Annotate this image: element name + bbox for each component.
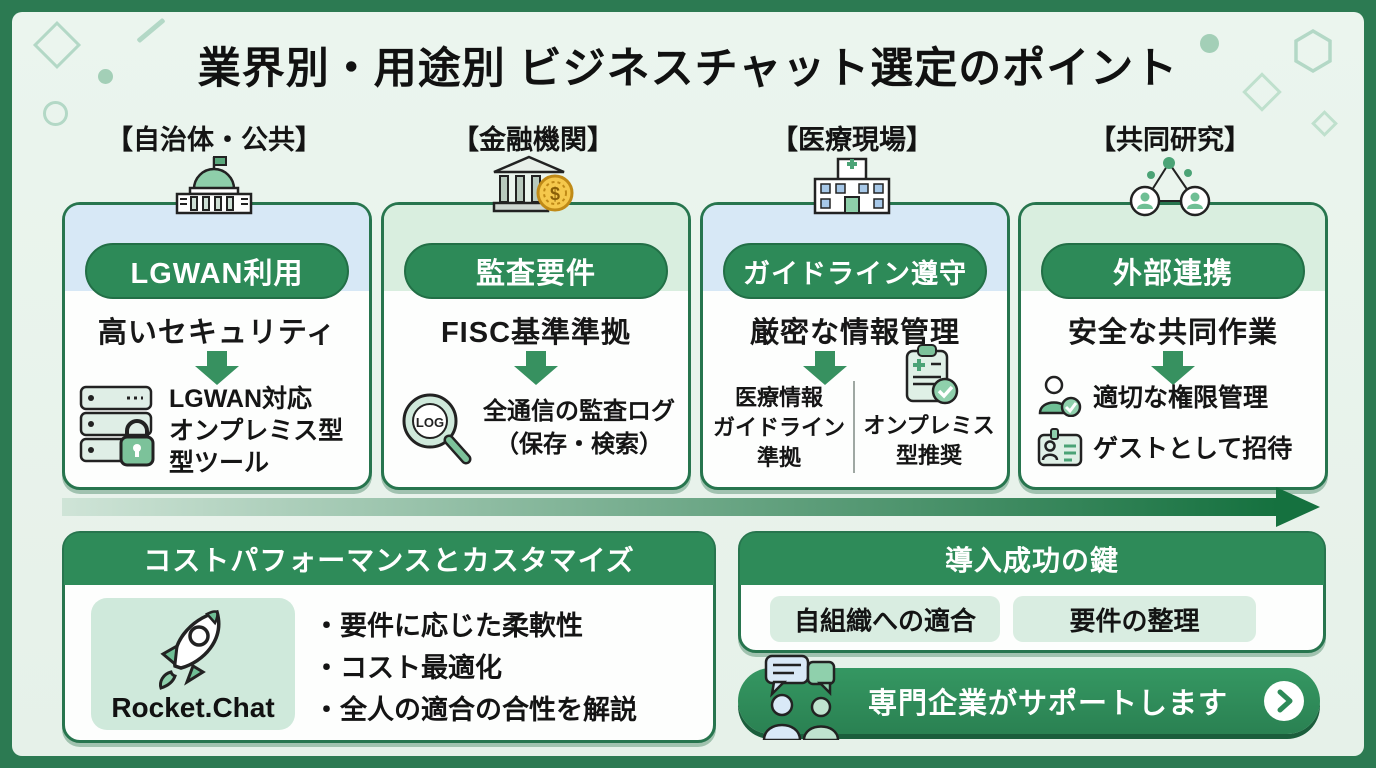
support-banner-button[interactable]: 専門企業がサポートします bbox=[738, 654, 1320, 740]
need-text: 高いセキュリティ bbox=[97, 317, 337, 349]
success-pill-requirements: 要件の整理 bbox=[1013, 596, 1256, 642]
chevron-right-icon[interactable] bbox=[1264, 681, 1304, 721]
pill-lgwan: LGWAN利用 bbox=[85, 243, 349, 299]
server-lock-icon bbox=[79, 385, 155, 467]
detail-text: オンプレミス 型推奨 bbox=[863, 413, 995, 468]
need-text: 安全な共同作業 bbox=[1067, 317, 1278, 349]
infographic-canvas: 業界別・用途別 ビジネスチャット選定のポイント 【自治体・公共】 【金融機関】 … bbox=[12, 12, 1364, 756]
support-banner-label: 専門企業がサポートします bbox=[867, 688, 1228, 720]
need-text: FISC基準準拠 bbox=[440, 317, 632, 349]
cost-bullet: ・コスト最適化 bbox=[313, 653, 502, 683]
svg-text:LOG: LOG bbox=[416, 415, 444, 430]
id-card-icon bbox=[1037, 428, 1083, 467]
detail-text: ゲストとして招待 bbox=[1093, 435, 1293, 463]
card-medical: ガイドライン遵守 厳密な情報管理 医療情報 ガイドライン 準拠 オンプレミス 型… bbox=[700, 202, 1010, 490]
down-arrow-icon bbox=[514, 351, 558, 385]
hospital-icon bbox=[813, 157, 891, 215]
cost-bullet: ・要件に応じた柔軟性 bbox=[313, 611, 583, 641]
pill-external: 外部連携 bbox=[1041, 243, 1305, 299]
success-section-header: 導入成功の鍵 bbox=[740, 533, 1324, 585]
flow-arrow-icon bbox=[62, 487, 1320, 527]
deco-dot-icon bbox=[1200, 34, 1219, 53]
detail-text: 全通信の監査ログ （保存・検索） bbox=[483, 398, 675, 458]
rocketchat-tile: Rocket.Chat bbox=[91, 598, 295, 730]
cost-section: コストパフォーマンスとカスタマイズ Rocket.Chat ・要件に応じた柔軟性… bbox=[62, 531, 716, 743]
pill-audit: 監査要件 bbox=[404, 243, 668, 299]
deco-dot-icon bbox=[98, 69, 113, 84]
success-section: 導入成功の鍵 自組織への適合 要件の整理 bbox=[738, 531, 1326, 653]
deco-hexagon-icon bbox=[1294, 28, 1332, 74]
people-chat-icon bbox=[762, 654, 840, 740]
svg-text:$: $ bbox=[550, 184, 560, 204]
detail-text: LGWAN対応 オンプレミス型 型ツール bbox=[169, 385, 344, 477]
log-magnifier-icon: LOG bbox=[402, 393, 472, 465]
detail-text: 医療情報 ガイドライン 準拠 bbox=[712, 385, 845, 470]
card-research: 外部連携 安全な共同作業 適切な権限管理 ゲストと bbox=[1018, 202, 1328, 490]
cost-section-header: コストパフォーマンスとカスタマイズ bbox=[64, 533, 714, 585]
card-finance: 監査要件 FISC基準準拠 LOG 全通信の監査ログ （保存・検索） bbox=[381, 202, 691, 490]
divider bbox=[853, 381, 855, 473]
down-arrow-icon bbox=[802, 351, 847, 385]
user-check-icon bbox=[1038, 375, 1082, 417]
government-building-icon bbox=[175, 156, 253, 215]
deco-circle-icon bbox=[43, 101, 68, 126]
rocketchat-brand: Rocket.Chat bbox=[111, 692, 275, 723]
category-label-finance: 【金融機関】 bbox=[452, 125, 614, 155]
detail-text: 適切な権限管理 bbox=[1093, 384, 1269, 412]
category-label-medical: 【医療現場】 bbox=[771, 125, 933, 155]
bank-coin-icon: $ bbox=[492, 155, 574, 213]
down-arrow-icon bbox=[1151, 351, 1195, 385]
page-title: 業界別・用途別 ビジネスチャット選定のポイント bbox=[197, 45, 1179, 93]
cost-bullet: ・全人の適合の合性を解説 bbox=[313, 695, 637, 725]
clipboard-check-icon bbox=[905, 344, 959, 405]
card-government: LGWAN利用 高いセキュリティ LGWAN対応 オンプレミス型 型ツール bbox=[62, 202, 372, 490]
success-pill-fit: 自組織への適合 bbox=[770, 596, 1000, 642]
pill-guideline: ガイドライン遵守 bbox=[723, 243, 987, 299]
down-arrow-icon bbox=[195, 351, 239, 385]
detail-row: ゲストとして招待 bbox=[1037, 427, 1292, 467]
people-network-icon bbox=[1129, 157, 1211, 217]
rocket-icon bbox=[159, 609, 221, 690]
category-label-research: 【共同研究】 bbox=[1089, 125, 1251, 155]
need-text: 厳密な情報管理 bbox=[749, 317, 960, 349]
category-label-government: 【自治体・公共】 bbox=[106, 125, 322, 155]
detail-row: 適切な権限管理 bbox=[1037, 375, 1268, 417]
